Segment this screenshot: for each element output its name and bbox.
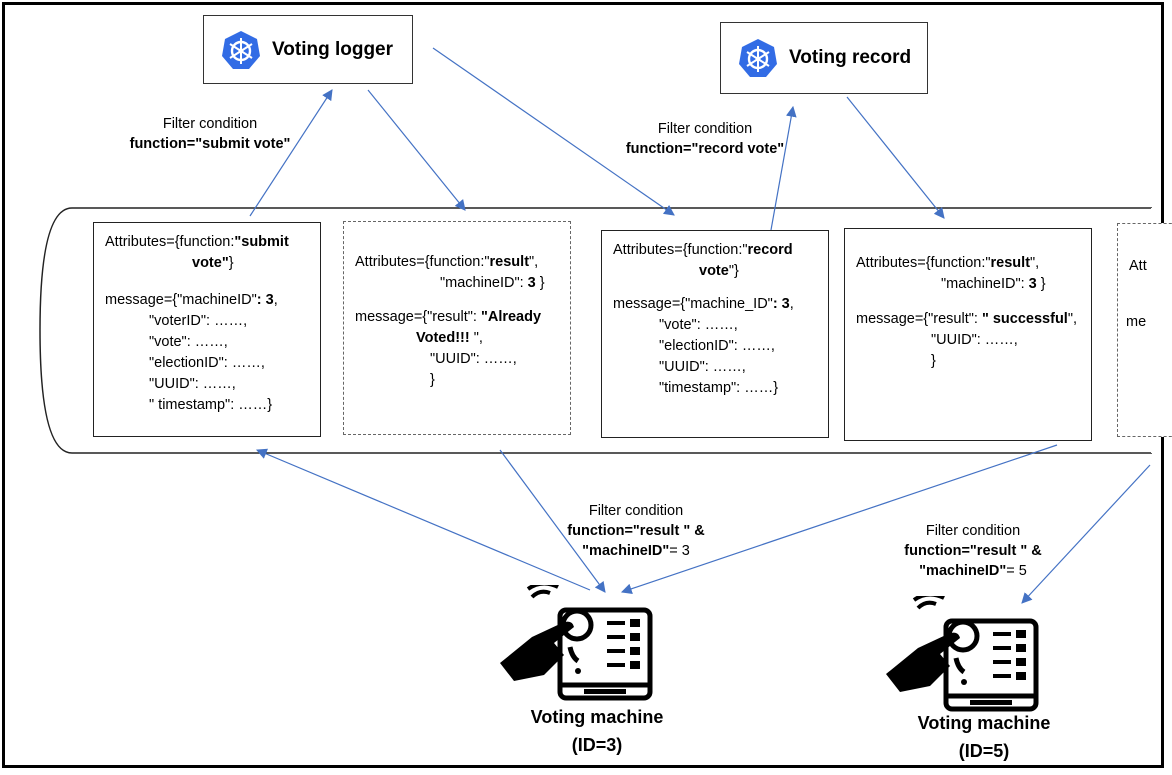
filter-title: Filter condition [925, 523, 1021, 539]
arrow-m3-to-record [770, 105, 797, 231]
message-card-record-vote: Attributes={function:"record vote"} mess… [601, 230, 829, 438]
arrow-m2-to-machine3 [499, 449, 606, 593]
kubernetes-icon [739, 39, 777, 77]
filter-logger: Filter condition function="submit vote" [110, 114, 310, 154]
kubernetes-icon [222, 30, 260, 69]
arrow-bus-to-machine5 [1021, 464, 1151, 604]
filter-condition: function="submit vote" [129, 136, 291, 152]
message-card-submit-vote: Attributes={function:"submit vote"} mess… [93, 222, 321, 437]
voting-logger-box: Voting logger [203, 15, 413, 84]
filter-condition-line2: "machineID"= 5 [919, 563, 1027, 579]
filter-condition: function="record vote" [625, 141, 785, 157]
arrow-m4-to-machine3 [620, 444, 1058, 595]
voting-machine-5-label: Voting machine (ID=5) [917, 713, 1051, 761]
voting-record-box: Voting record [720, 22, 928, 94]
arrow-logger-to-m2 [367, 89, 466, 211]
voting-machine-3-label: Voting machine (ID=3) [530, 707, 664, 755]
filter-title: Filter condition [162, 116, 258, 132]
filter-machine5: Filter condition function="result " & "m… [873, 521, 1073, 581]
message-card-partial: Att me [1117, 223, 1172, 437]
arrow-record-to-m4 [846, 96, 945, 219]
voting-record-label: Voting record [789, 47, 912, 68]
message-card-successful: Attributes={function:"result", "machineI… [844, 228, 1092, 441]
filter-title: Filter condition [657, 121, 753, 137]
filter-condition-line1: function="result " & [904, 543, 1042, 559]
arrow-machine3-to-m1 [256, 448, 591, 591]
filter-title: Filter condition [588, 503, 684, 519]
voting-machine-icon [500, 585, 653, 701]
arrow-logger-to-m3 [432, 47, 675, 216]
voting-logger-label: Voting logger [272, 38, 394, 60]
voting-machine-icon [886, 596, 1039, 712]
filter-machine3: Filter condition function="result " & "m… [536, 501, 736, 561]
filter-condition-line1: function="result " & [567, 523, 705, 539]
message-card-already-voted: Attributes={function:"result", "machineI… [343, 221, 571, 435]
message-bus [39, 207, 1152, 454]
filter-record: Filter condition function="record vote" [605, 119, 805, 159]
arrow-m1-to-logger [249, 89, 333, 217]
filter-condition-line2: "machineID"= 3 [582, 543, 690, 559]
